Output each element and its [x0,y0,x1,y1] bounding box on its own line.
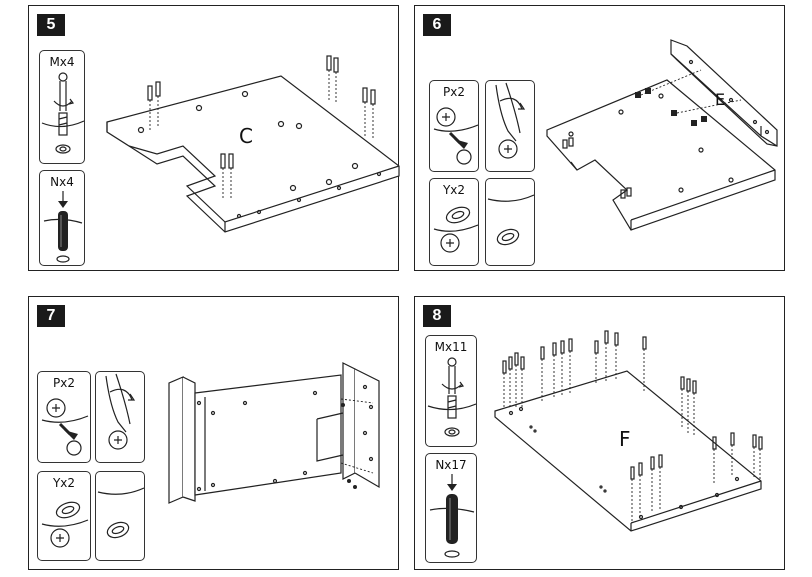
cam-cover-icon [41,501,89,548]
part-box-tighten-cam [95,371,145,463]
part-label: Mx4 [49,55,75,69]
part-box-dowel: Nx4 [39,170,85,266]
step-7-assembly-drawing [168,362,380,504]
part-label: Nx4 [50,175,74,189]
cam-bolt-screwdriver-icon [427,357,476,437]
step-8-assembly-drawing [494,330,763,532]
part-box-cover-installed [485,178,535,266]
step-number: 5 [37,14,65,36]
part-label: Yx2 [52,476,76,490]
step-number: 7 [37,305,65,327]
wooden-dowel-icon [43,191,83,263]
board-label: E [715,90,726,109]
cam-bolt-screwdriver-icon [41,72,84,154]
part-box-cover-installed [95,471,145,561]
part-box-bolt: Mx11 [425,335,477,447]
part-label: Nx17 [435,458,467,472]
step-5-assembly-drawing [106,55,400,233]
step-number: 6 [423,14,451,36]
cam-lock-icon [41,398,89,456]
cover-installed-icon [97,487,144,539]
part-box-cam-cover: Yx2 [429,178,479,266]
tighten-cam-icon [105,373,136,450]
step-number: 8 [423,305,451,327]
part-box-cam-lock: Px2 [37,371,91,463]
part-box-dowel: Nx17 [425,453,477,563]
part-box-cam-lock: Px2 [429,80,479,172]
cam-lock-icon [433,107,478,165]
board-label: F [619,427,631,451]
step-7-panel: 7 Px2 Yx2 [28,296,399,570]
part-box-bolt: Mx4 [39,50,85,164]
step-5-panel: 5 Mx4 Nx4 [28,5,400,271]
tighten-cam-icon [495,82,526,159]
part-label: Mx11 [434,340,468,354]
cover-installed-icon [487,194,534,246]
board-label: C [239,124,253,148]
part-label: Yx2 [442,183,466,197]
wooden-dowel-icon [429,474,475,558]
step-6-assembly-drawing [546,39,778,231]
part-box-tighten-cam [485,80,535,172]
step-6-panel: 6 Px2 Yx2 [414,5,785,271]
part-label: Px2 [53,376,75,390]
part-label: Px2 [443,85,465,99]
cam-cover-icon [433,206,478,253]
step-8-panel: 8 Mx11 Nx17 [414,296,785,570]
part-box-cam-cover: Yx2 [37,471,91,561]
